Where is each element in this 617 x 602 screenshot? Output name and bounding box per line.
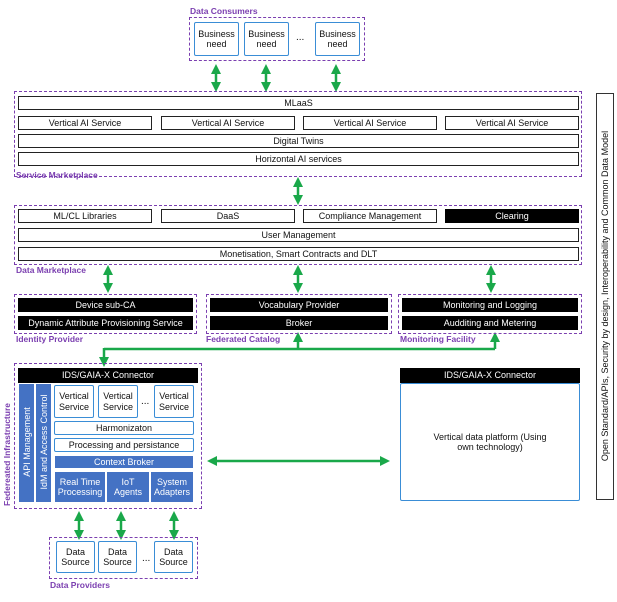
horizontal-ai-box: Horizontal AI services xyxy=(18,152,579,166)
business-need-box-1: Business need xyxy=(194,22,239,56)
monitoring-logging-box: Monitoring and Logging xyxy=(402,298,578,312)
api-management-bar xyxy=(18,383,35,503)
vertical-data-platform-box: Vertical data platform (Using own techno… xyxy=(400,383,580,501)
vertical-ai-service-box-2: Vertical AI Service xyxy=(161,116,295,130)
service-marketplace-group xyxy=(14,91,582,177)
ids-gaia-x-connector-right: IDS/GAIA-X Connector xyxy=(400,368,580,383)
clearing-box: Clearing xyxy=(445,209,579,223)
system-adapters-box: System Adapters xyxy=(150,471,194,503)
device-sub-ca-box: Device sub-CA xyxy=(18,298,193,312)
business-need-box-2: Business need xyxy=(244,22,289,56)
broker-box: Broker xyxy=(210,316,388,330)
mlaas-box: MLaaS xyxy=(18,96,579,110)
providers-ellipsis: ... xyxy=(142,553,151,564)
data-consumers-label: Data Consumers xyxy=(190,6,258,16)
compliance-management-box: Compliance Management xyxy=(303,209,437,223)
vertical-ai-service-box-1: Vertical AI Service xyxy=(18,116,152,130)
monitoring-facility-group xyxy=(398,294,582,334)
data-consumers-group xyxy=(189,17,365,61)
api-management-text: API Management xyxy=(22,407,32,477)
federated-infrastructure-label: Federeated Infrastructure xyxy=(2,403,12,506)
iot-agents-box: IoT Agents xyxy=(106,471,150,503)
vertical-ai-service-box-4: Vertical AI Service xyxy=(445,116,579,130)
vertical-ai-service-box-3: Vertical AI Service xyxy=(303,116,437,130)
consumers-ellipsis: ... xyxy=(296,32,305,43)
harmonization-box: Harmonizaton xyxy=(54,421,194,435)
infra-ellipsis: ... xyxy=(141,396,150,407)
side-banner-frame xyxy=(596,93,614,500)
data-marketplace-group xyxy=(14,205,582,265)
side-banner-text: Open Standard/APIs, Security by design, … xyxy=(600,130,610,462)
auditing-metering-box: Audditing and Metering xyxy=(402,316,578,330)
ml-libraries-box: ML/CL Libraries xyxy=(18,209,152,223)
real-time-processing-box: Real Time Processing xyxy=(54,471,106,503)
processing-persistance-box: Processing and persistance xyxy=(54,438,194,452)
vertical-service-box-3: Vertical Service xyxy=(154,385,194,418)
ids-gaia-x-connector-left: IDS/GAIA-X Connector xyxy=(18,368,198,383)
vocabulary-provider-box: Vocabulary Provider xyxy=(210,298,388,312)
daas-box: DaaS xyxy=(161,209,295,223)
idm-access-control-text: IdM and Access Control xyxy=(39,394,49,490)
data-providers-group xyxy=(49,537,198,579)
data-source-box-2: Data Source xyxy=(98,541,137,573)
context-broker-box: Context Broker xyxy=(54,455,194,469)
federated-infrastructure-group xyxy=(14,363,202,509)
digital-twins-box: Digital Twins xyxy=(18,134,579,148)
data-source-box-3: Data Source xyxy=(154,541,193,573)
service-marketplace-label: Service Marketplace xyxy=(16,170,98,180)
monetisation-box: Monetisation, Smart Contracts and DLT xyxy=(18,247,579,261)
idm-access-control-bar xyxy=(35,383,52,503)
data-providers-label: Data Providers xyxy=(50,580,110,590)
data-source-box-1: Data Source xyxy=(56,541,95,573)
vertical-service-box-1: Vertical Service xyxy=(54,385,94,418)
vertical-service-box-2: Vertical Service xyxy=(98,385,138,418)
identity-provider-label: Identity Provider xyxy=(16,334,84,344)
federated-catalog-label: Federated Catalog xyxy=(206,334,281,344)
identity-provider-group xyxy=(14,294,197,334)
dynamic-attribute-box: Dynamic Attribute Provisioning Service xyxy=(18,316,193,330)
data-marketplace-label: Data Marketplace xyxy=(16,265,86,275)
federated-catalog-group xyxy=(206,294,392,334)
monitoring-facility-label: Monitoring Facility xyxy=(400,334,476,344)
user-management-box: User Management xyxy=(18,228,579,242)
business-need-box-3: Business need xyxy=(315,22,360,56)
